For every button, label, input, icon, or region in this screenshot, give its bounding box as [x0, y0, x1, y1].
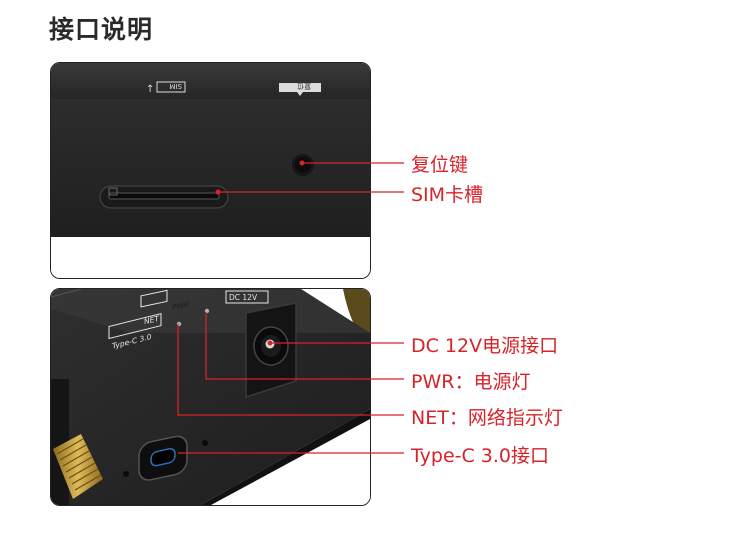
svg-text:PWR: PWR [172, 300, 190, 313]
sma-antenna-connector [51, 379, 103, 505]
dc-12v-marking: DC 12V [225, 290, 269, 304]
svg-text:↑: ↑ [146, 84, 154, 95]
screw-hole [202, 440, 208, 446]
callout-net-led: NET：网络指示灯 [411, 407, 563, 429]
callout-sim-slot: SIM卡槽 [411, 184, 484, 206]
dc-power-jack[interactable] [245, 302, 297, 399]
pwr-led [204, 308, 210, 314]
sim-marking: ↑ SIM [146, 81, 186, 95]
device-ports-illustration: DC 12V PWR NET Type-C 3.0 [51, 289, 370, 505]
callout-type-c: Type-C 3.0接口 [411, 445, 550, 467]
net-led [176, 321, 182, 327]
sim-card-slot[interactable] [99, 185, 229, 209]
reset-marking: 复位 [279, 82, 321, 96]
page-title: 接口说明 [49, 15, 154, 44]
callout-reset-button: 复位键 [411, 154, 469, 176]
callout-pwr-led: PWR：电源灯 [411, 371, 531, 393]
svg-text:SIM: SIM [169, 82, 182, 90]
device-side-illustration: ↑ SIM 复位 [51, 63, 370, 278]
device-side-view-panel: ↑ SIM 复位 [50, 62, 371, 279]
svg-text:复位: 复位 [297, 82, 311, 91]
pwr-marking: PWR [172, 300, 190, 313]
callout-dc-power: DC 12V电源接口 [411, 335, 559, 357]
svg-text:DC 12V: DC 12V [229, 293, 258, 302]
device-ports-view-panel: DC 12V PWR NET Type-C 3.0 [50, 288, 371, 506]
type-c-port[interactable] [138, 434, 188, 482]
reset-button[interactable] [292, 154, 314, 176]
screw-hole [123, 471, 129, 477]
